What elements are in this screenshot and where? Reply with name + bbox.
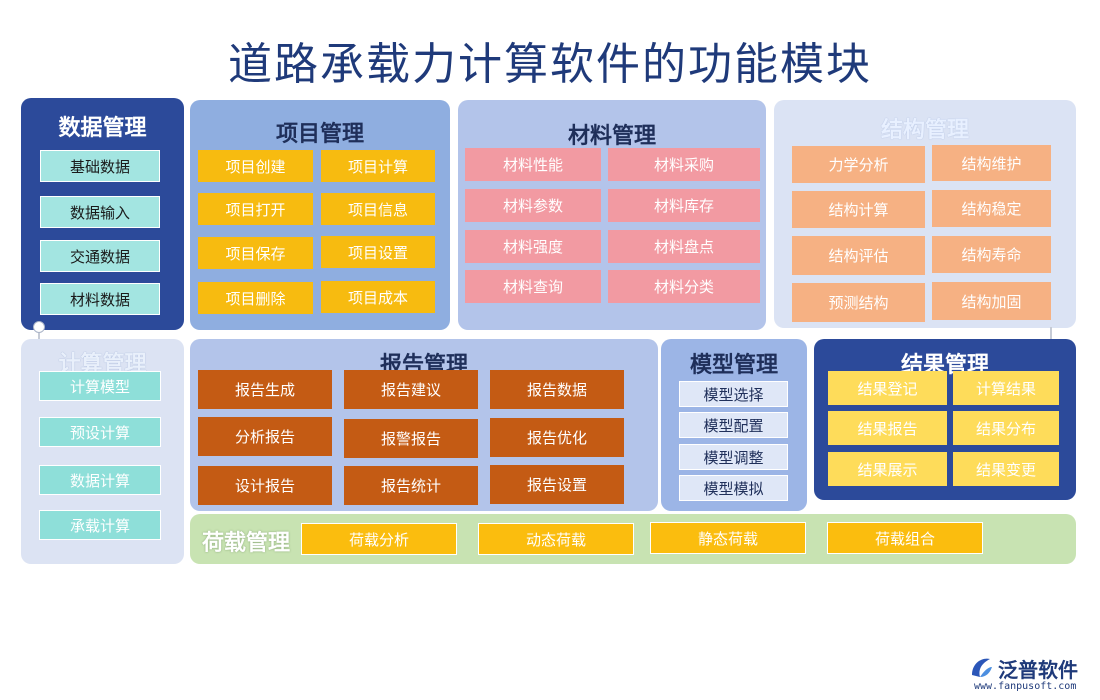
data-module-item[interactable]: 材料数据 — [40, 283, 160, 315]
report-module-panel: 报告管理 报告生成 报告建议 报告数据 分析报告 报警报告 报告优化 设计报告 … — [190, 339, 658, 511]
structure-module-item[interactable]: 结构加固 — [932, 282, 1051, 320]
connector-line — [1050, 327, 1052, 347]
material-module-item[interactable]: 材料性能 — [465, 148, 601, 181]
load-module-item[interactable]: 静态荷载 — [650, 522, 806, 554]
report-module-item[interactable]: 报告数据 — [490, 370, 624, 409]
data-module-panel: 数据管理 基础数据 数据输入 交通数据 材料数据 — [21, 98, 184, 330]
material-module-item[interactable]: 材料查询 — [465, 270, 601, 303]
logo-url-text: www.fanpusoft.com — [974, 681, 1077, 692]
fanpu-logo-icon — [972, 658, 992, 677]
structure-module-item[interactable]: 结构维护 — [932, 145, 1051, 181]
logo-brand-text: 泛普软件 — [998, 658, 1078, 682]
project-module-item[interactable]: 项目成本 — [321, 281, 435, 313]
data-module-title: 数据管理 — [58, 116, 147, 141]
material-module-item[interactable]: 材料库存 — [608, 189, 760, 222]
page-title: 道路承载力计算软件的功能模块 — [228, 39, 872, 90]
result-module-item[interactable]: 结果报告 — [828, 411, 947, 445]
connector-line — [38, 327, 40, 347]
load-module-panel: 荷载管理 荷载分析 动态荷载 静态荷载 荷载组合 — [190, 514, 1076, 564]
calc-module-item[interactable]: 计算模型 — [39, 371, 161, 401]
structure-module-panel: 结构管理 力学分析 结构维护 结构计算 结构稳定 结构评估 结构寿命 预测结构 … — [774, 100, 1076, 328]
result-module-item[interactable]: 结果登记 — [828, 371, 947, 405]
project-module-item[interactable]: 项目保存 — [198, 237, 313, 269]
calc-module-item[interactable]: 承载计算 — [39, 510, 161, 540]
project-module-title: 项目管理 — [275, 122, 364, 147]
structure-module-item[interactable]: 结构计算 — [792, 191, 925, 228]
connector-dot — [33, 321, 45, 333]
result-module-item[interactable]: 计算结果 — [953, 371, 1059, 405]
project-module-panel: 项目管理 项目创建 项目计算 项目打开 项目信息 项目保存 项目设置 项目删除 … — [190, 100, 450, 330]
report-module-item[interactable]: 报告设置 — [490, 465, 624, 504]
material-module-item[interactable]: 材料采购 — [608, 148, 760, 181]
calc-module-panel: 计算管理 计算模型 预设计算 数据计算 承载计算 — [21, 339, 184, 564]
report-module-item[interactable]: 设计报告 — [198, 466, 332, 505]
load-module-item[interactable]: 动态荷载 — [478, 523, 634, 555]
load-module-item[interactable]: 荷载组合 — [827, 522, 983, 554]
calc-module-item[interactable]: 预设计算 — [39, 417, 161, 447]
structure-module-item[interactable]: 力学分析 — [792, 146, 925, 183]
material-module-title: 材料管理 — [567, 124, 656, 149]
project-module-item[interactable]: 项目设置 — [321, 236, 435, 268]
result-module-item[interactable]: 结果变更 — [953, 452, 1059, 486]
model-module-title: 模型管理 — [689, 353, 778, 378]
model-module-item[interactable]: 模型配置 — [679, 412, 788, 438]
project-module-item[interactable]: 项目创建 — [198, 150, 313, 182]
report-module-item[interactable]: 报告建议 — [344, 370, 478, 409]
structure-module-item[interactable]: 结构寿命 — [932, 236, 1051, 273]
load-module-item[interactable]: 荷载分析 — [301, 523, 457, 555]
calc-module-item[interactable]: 数据计算 — [39, 465, 161, 495]
data-module-item[interactable]: 交通数据 — [40, 240, 160, 272]
model-module-item[interactable]: 模型调整 — [679, 444, 788, 470]
project-module-item[interactable]: 项目信息 — [321, 193, 435, 225]
result-module-item[interactable]: 结果展示 — [828, 452, 947, 486]
result-module-panel: 结果管理 结果登记 计算结果 结果报告 结果分布 结果展示 结果变更 — [814, 339, 1076, 500]
result-module-item[interactable]: 结果分布 — [953, 411, 1059, 445]
report-module-item[interactable]: 报告统计 — [344, 466, 478, 505]
brand-logo: 泛普软件 www.fanpusoft.com — [966, 652, 1096, 696]
material-module-item[interactable]: 材料参数 — [465, 189, 601, 222]
report-module-item[interactable]: 报警报告 — [344, 419, 478, 458]
project-module-item[interactable]: 项目删除 — [198, 282, 313, 314]
report-module-item[interactable]: 分析报告 — [198, 417, 332, 456]
project-module-item[interactable]: 项目打开 — [198, 193, 313, 225]
model-module-item[interactable]: 模型选择 — [679, 381, 788, 407]
project-module-item[interactable]: 项目计算 — [321, 150, 435, 182]
data-module-item[interactable]: 数据输入 — [40, 196, 160, 228]
material-module-panel: 材料管理 材料性能 材料采购 材料参数 材料库存 材料强度 材料盘点 材料查询 … — [458, 100, 766, 330]
material-module-item[interactable]: 材料盘点 — [608, 230, 760, 263]
material-module-item[interactable]: 材料分类 — [608, 270, 760, 303]
structure-module-item[interactable]: 预测结构 — [792, 283, 925, 322]
model-module-item[interactable]: 模型模拟 — [679, 475, 788, 501]
material-module-item[interactable]: 材料强度 — [465, 230, 601, 263]
report-module-item[interactable]: 报告生成 — [198, 370, 332, 409]
structure-module-item[interactable]: 结构稳定 — [932, 190, 1051, 227]
report-module-item[interactable]: 报告优化 — [490, 418, 624, 457]
model-module-panel: 模型管理 模型选择 模型配置 模型调整 模型模拟 — [661, 339, 807, 511]
data-module-item[interactable]: 基础数据 — [40, 150, 160, 182]
structure-module-item[interactable]: 结构评估 — [792, 236, 925, 275]
load-module-title: 荷载管理 — [202, 531, 291, 556]
structure-module-title: 结构管理 — [880, 118, 969, 143]
